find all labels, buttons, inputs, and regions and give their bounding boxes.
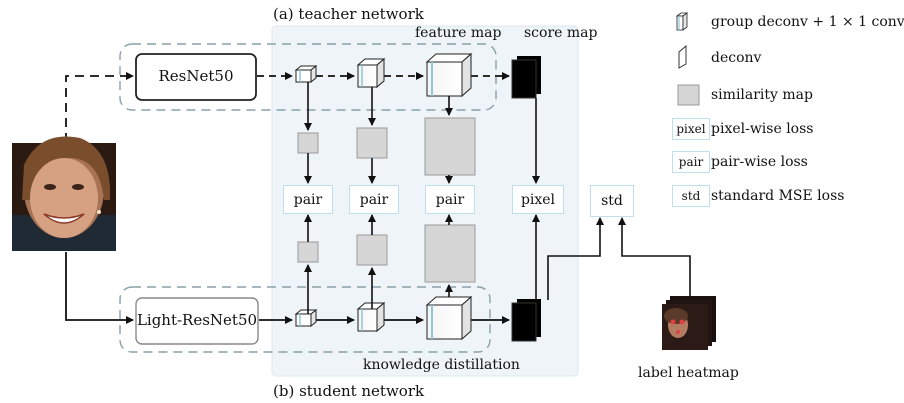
score-map-label: score map xyxy=(524,25,598,41)
student-score-map xyxy=(511,299,541,342)
legend-similarity-map-text: similarity map xyxy=(711,87,813,103)
teacher-network-title: (a) teacher network xyxy=(273,5,424,23)
input-face-photo xyxy=(12,136,116,251)
student-similarity-map-2 xyxy=(356,234,388,266)
feature-map-label: feature map xyxy=(415,25,502,41)
student-backbone-label: Light-ResNet50 xyxy=(136,311,258,329)
student-backbone-box xyxy=(135,297,259,345)
student-group-outline xyxy=(119,286,491,353)
legend-pair-text: pair-wise loss xyxy=(711,154,808,170)
teacher-similarity-map-1 xyxy=(297,132,319,154)
legend-pair-tag: pair xyxy=(672,151,710,173)
score-to-std-arrow xyxy=(547,217,604,300)
teacher-score-map xyxy=(511,56,541,99)
teacher-mid-cube xyxy=(356,57,386,89)
student-similarity-map-3 xyxy=(424,224,476,283)
student-similarity-map-1 xyxy=(297,241,319,263)
legend-deconv-text: deconv xyxy=(711,50,762,66)
legend-pixel-tag: pixel xyxy=(672,118,710,140)
student-network-title: (b) student network xyxy=(273,382,425,400)
student-large-cube xyxy=(425,295,473,341)
pixel-loss-box: pixel xyxy=(512,185,564,214)
legend-std-tag: std xyxy=(672,185,710,207)
knowledge-distillation-label: knowledge distillation xyxy=(363,357,520,373)
legend-deconv-icon xyxy=(678,45,687,69)
teacher-similarity-map-2 xyxy=(356,127,388,159)
teacher-group-deconv-block xyxy=(294,64,318,84)
label-heatmap-label: label heatmap xyxy=(638,365,739,381)
student-input-arrow xyxy=(65,252,134,324)
legend-std-text: standard MSE loss xyxy=(711,188,845,204)
std-loss-box: std xyxy=(590,185,634,217)
teacher-large-cube xyxy=(425,52,473,98)
label-heatmap-stack xyxy=(662,296,716,350)
legend-group-deconv-text: group deconv + 1 × 1 conv xyxy=(711,14,904,30)
legend-group-deconv-icon xyxy=(675,12,689,31)
student-group-deconv-block xyxy=(294,308,318,328)
legend-pixel-text: pixel-wise loss xyxy=(711,121,814,137)
pair-loss-box-2: pair xyxy=(349,185,399,214)
teacher-similarity-map-3 xyxy=(424,117,476,176)
teacher-backbone-box xyxy=(135,53,257,101)
teacher-backbone-label: ResNet50 xyxy=(158,67,234,85)
legend-similarity-map-icon xyxy=(677,84,700,106)
teacher-input-arrow xyxy=(65,72,134,142)
pair-loss-box-3: pair xyxy=(425,185,475,214)
student-mid-cube xyxy=(356,301,386,333)
pair-loss-box-1: pair xyxy=(283,185,333,214)
heatmap-to-std-arrow xyxy=(618,217,691,300)
